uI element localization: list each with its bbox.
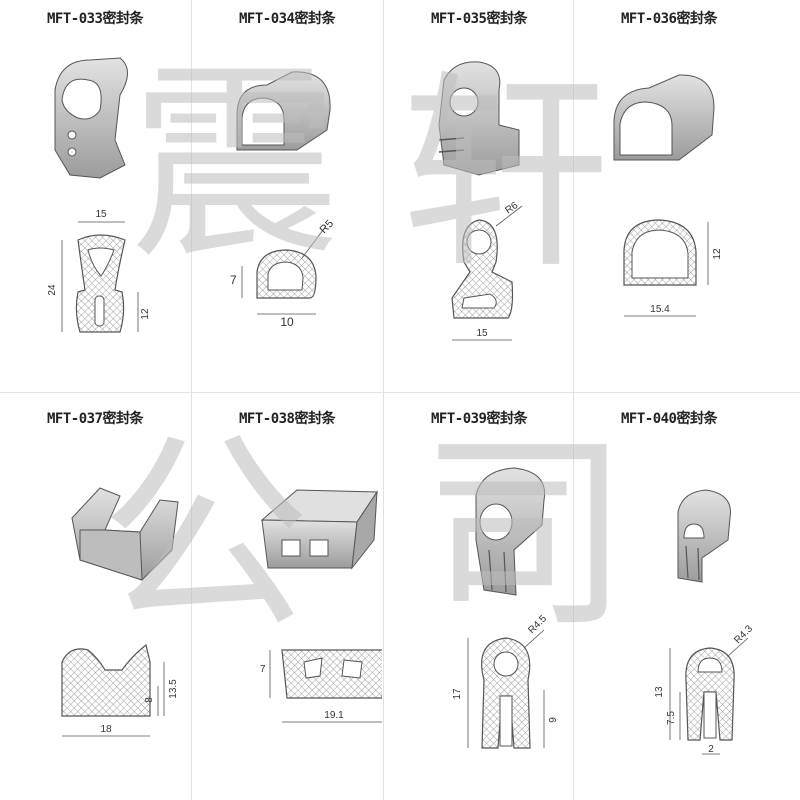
dimension-label: 15 — [476, 328, 488, 339]
dimension-line — [301, 225, 327, 259]
product-3d-render — [260, 489, 378, 570]
product-drawing: 7 19.1 — [260, 489, 382, 723]
dimension-label: 7.5 — [666, 711, 677, 725]
product-card-mft-040: MFT-040密封条 — [574, 400, 764, 780]
vertical-divider — [573, 0, 574, 800]
dimension-label: R4.3 — [732, 623, 755, 646]
dimension-label: 13.5 — [168, 679, 179, 699]
dimension-line — [495, 205, 523, 227]
cross-section-profile — [281, 649, 382, 699]
product-card-mft-034: MFT-034密封条 R5 7 — [192, 0, 382, 380]
product-drawing: R4.3 13 7.5 2 — [654, 489, 755, 755]
product-3d-render — [236, 71, 331, 151]
product-title: MFT-040密封条 — [620, 411, 718, 427]
cross-section-profile — [685, 647, 735, 741]
product-title: MFT-039密封条 — [430, 411, 528, 427]
dimension-label: R4.5 — [526, 613, 549, 636]
product-title: MFT-033密封条 — [46, 11, 144, 27]
dimension-label: 8 — [144, 697, 155, 703]
dimension-label: 18 — [100, 724, 112, 735]
product-drawing: 13.5 8 18 — [61, 487, 179, 737]
product-card-mft-037: MFT-037密封条 13.5 8 — [0, 400, 190, 780]
product-title: MFT-035密封条 — [430, 11, 528, 27]
dimension-label: 17 — [452, 688, 463, 700]
dimension-label: 12 — [712, 248, 723, 260]
product-card-mft-036: MFT-036密封条 12 15.4 — [574, 0, 764, 380]
dimension-label: 9 — [548, 717, 559, 723]
horizontal-divider — [0, 392, 800, 393]
product-3d-render — [54, 57, 128, 179]
product-title: MFT-034密封条 — [238, 11, 336, 27]
product-3d-render — [613, 74, 715, 161]
product-3d-render — [71, 487, 179, 581]
vertical-divider — [383, 0, 384, 800]
cross-section-profile — [451, 219, 514, 319]
product-title: MFT-038密封条 — [238, 411, 336, 427]
dimension-line — [523, 629, 545, 649]
dimension-label: 19.1 — [324, 710, 344, 721]
dimension-label: 7 — [260, 664, 266, 675]
dimension-line — [727, 637, 749, 657]
dimension-label: 7 — [230, 273, 237, 287]
product-drawing: R4.5 17 9 — [452, 467, 559, 749]
product-3d-render — [475, 467, 546, 596]
product-drawing: R5 7 10 — [230, 71, 336, 329]
product-card-mft-038: MFT-038密封条 — [192, 400, 382, 780]
dimension-label: 2 — [708, 744, 714, 755]
cross-section-profile — [481, 637, 531, 749]
dimension-label: 24 — [47, 284, 58, 296]
product-title: MFT-037密封条 — [46, 411, 144, 427]
dimension-label: R6 — [503, 200, 520, 217]
product-card-mft-039: MFT-039密封条 — [384, 400, 574, 780]
vertical-divider — [191, 0, 192, 800]
cross-section-profile — [61, 643, 151, 717]
cross-section-profile — [623, 219, 697, 286]
product-drawing: R6 15 — [438, 61, 523, 341]
cross-section-profile — [256, 249, 317, 299]
product-3d-render — [677, 489, 731, 583]
product-card-mft-035: MFT-035密封条 — [384, 0, 574, 380]
dimension-label: 15.4 — [650, 304, 670, 315]
cross-section-profile — [75, 234, 126, 333]
product-drawing: 15 24 12 — [47, 57, 151, 333]
product-3d-render — [438, 61, 520, 176]
product-title: MFT-036密封条 — [620, 11, 718, 27]
dimension-label: 15 — [95, 209, 107, 220]
product-drawing: 12 15.4 — [613, 74, 723, 317]
dimension-label: 10 — [280, 315, 294, 329]
product-card-mft-033: MFT-033密封条 — [0, 0, 190, 380]
dimension-label: 12 — [140, 308, 151, 320]
dimension-label: 13 — [654, 686, 665, 698]
